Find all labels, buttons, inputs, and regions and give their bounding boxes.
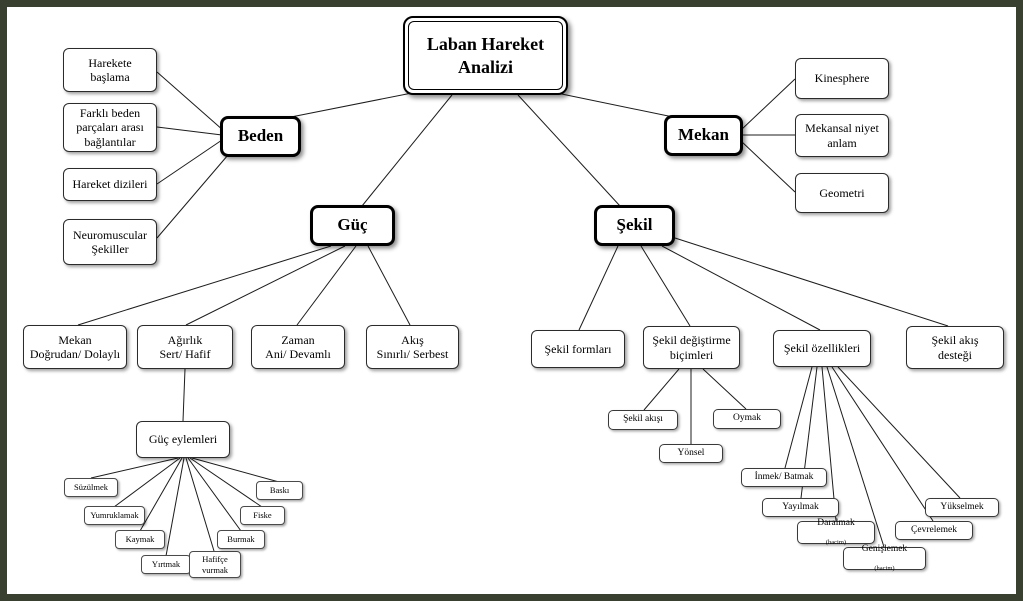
- node-yumruklamak: Yumruklamak: [84, 506, 145, 525]
- node-yayilmak: Yayılmak: [762, 498, 839, 517]
- connector-lines: [77, 71, 961, 557]
- node-hafifce-vurmak: Hafifçe vurmak: [189, 551, 241, 578]
- node-cevrelemek: Çevrelemek: [895, 521, 973, 540]
- node-mekansal-niyet-anlam: Mekansal niyet anlam: [795, 114, 889, 157]
- node-daralmak-sub: (hacim): [825, 539, 847, 547]
- node-burmak: Burmak: [217, 530, 265, 549]
- node-sekil-formlari: Şekil formları: [531, 330, 625, 368]
- node-suzulmek: Süzülmek: [64, 478, 118, 497]
- node-mekan-dogrudan-dolayli: Mekan Doğrudan/ Dolaylı: [23, 325, 127, 369]
- node-daralmak: Daralmak (hacim): [797, 518, 875, 547]
- node-inmek-batmak: İnmek/ Batmak: [741, 468, 827, 487]
- node-kinesphere: Kinesphere: [795, 58, 889, 99]
- node-mekan: Mekan: [664, 115, 743, 156]
- node-laban-hareket-analizi: Laban Hareket Analizi: [403, 16, 568, 95]
- node-daralmak-label: Daralmak: [817, 518, 855, 529]
- node-guc-eylemleri: Güç eylemleri: [136, 421, 230, 458]
- node-baski: Baskı: [256, 481, 303, 500]
- node-farkli-beden-parcalari: Farklı beden parçaları arası bağlantılar: [63, 103, 157, 152]
- node-oymak: Oymak: [713, 409, 781, 429]
- node-genislemek: Genişlemek (hacim): [843, 544, 926, 573]
- node-harekete-baslama: Harekete başlama: [63, 48, 157, 92]
- node-kaymak: Kaymak: [115, 530, 165, 549]
- node-akis-sinirli-serbest: Akış Sınırlı/ Serbest: [366, 325, 459, 369]
- node-beden: Beden: [220, 116, 301, 157]
- node-geometri: Geometri: [795, 173, 889, 213]
- node-zaman-ani-devamli: Zaman Ani/ Devamlı: [251, 325, 345, 369]
- node-yirtmak: Yırtmak: [141, 555, 191, 574]
- node-neuromuscular-sekiller: Neuromuscular Şekiller: [63, 219, 157, 265]
- node-yonsel: Yönsel: [659, 444, 723, 463]
- node-genislemek-sub: (hacim): [874, 565, 895, 573]
- node-yukselmek: Yükselmek: [925, 498, 999, 517]
- node-sekil-akisi: Şekil akışı: [608, 410, 678, 430]
- node-sekil-degistirme-bicimleri: Şekil değiştirme biçimleri: [643, 326, 740, 369]
- node-guc: Güç: [310, 205, 395, 246]
- node-sekil-ozellikleri: Şekil özellikleri: [773, 330, 871, 367]
- node-agirlik-sert-hafif: Ağırlık Sert/ Hafif: [137, 325, 233, 369]
- node-genislemek-label: Genişlemek: [861, 544, 908, 555]
- node-hareket-dizileri: Hareket dizileri: [63, 168, 157, 201]
- node-sekil: Şekil: [594, 205, 675, 246]
- root-label: Laban Hareket Analizi: [408, 21, 563, 90]
- node-fiske: Fiske: [240, 506, 285, 525]
- node-sekil-akis-destegi: Şekil akış desteği: [906, 326, 1004, 369]
